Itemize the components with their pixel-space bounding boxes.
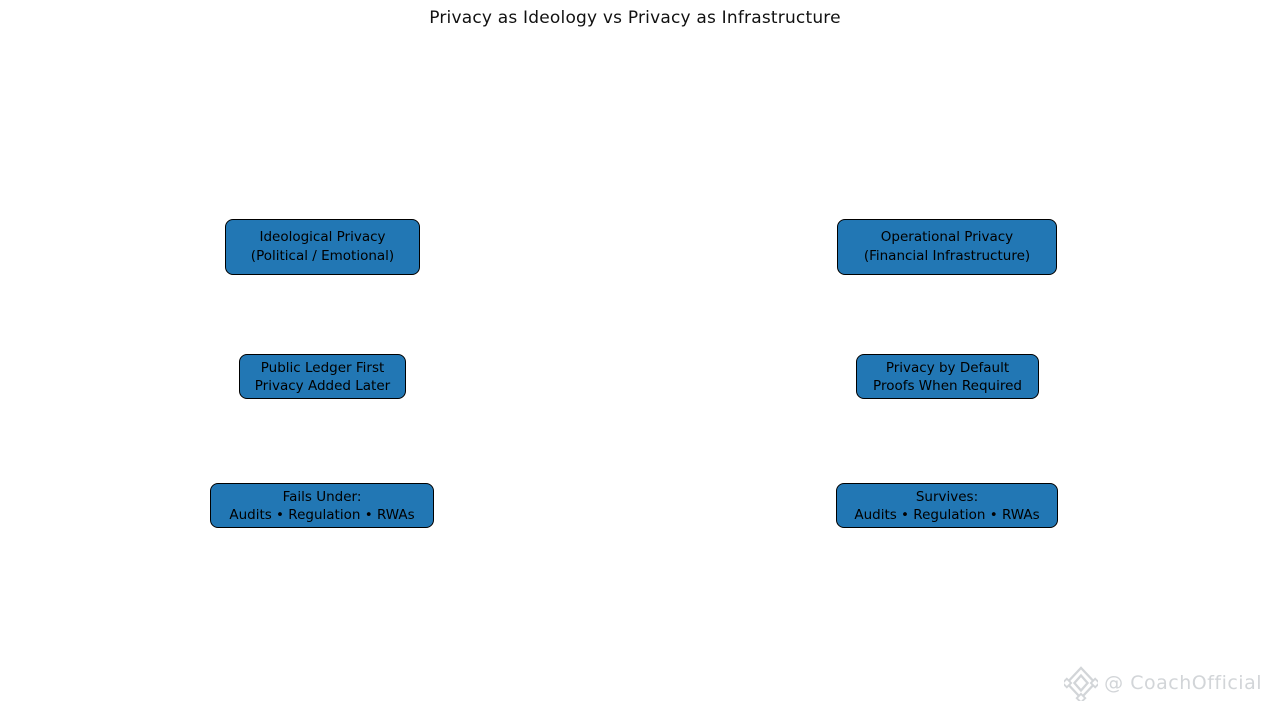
box-line: Fails Under: (282, 488, 362, 505)
box-line: Survives: (915, 488, 979, 505)
box-line: Privacy by Default (885, 359, 1010, 376)
box-line: Public Ledger First (260, 359, 385, 376)
box-line: Proofs When Required (873, 377, 1022, 394)
box-line: (Financial Infrastructure) (863, 248, 1031, 264)
diamond-gem-logo-icon (1061, 665, 1101, 704)
box-line: Audits • Regulation • RWAs (854, 506, 1040, 523)
box-public-ledger-first: Public Ledger First Privacy Added Later (239, 354, 406, 399)
box-operational-privacy: Operational Privacy (Financial Infrastru… (837, 219, 1057, 275)
box-survives: Survives: Audits • Regulation • RWAs (836, 483, 1058, 528)
box-privacy-by-default: Privacy by Default Proofs When Required (856, 354, 1039, 399)
box-line: Privacy Added Later (254, 377, 391, 394)
box-line: (Political / Emotional) (250, 248, 395, 264)
box-line: Audits • Regulation • RWAs (229, 506, 415, 523)
box-fails-under: Fails Under: Audits • Regulation • RWAs (210, 483, 434, 528)
watermark-label: @ CoachOfficial (1104, 672, 1262, 694)
box-line: Operational Privacy (880, 229, 1014, 245)
box-line: Ideological Privacy (259, 229, 386, 245)
watermark: @ CoachOfficial (1061, 665, 1262, 704)
diagram-title: Privacy as Ideology vs Privacy as Infras… (429, 8, 841, 28)
box-ideological-privacy: Ideological Privacy (Political / Emotion… (225, 219, 420, 275)
